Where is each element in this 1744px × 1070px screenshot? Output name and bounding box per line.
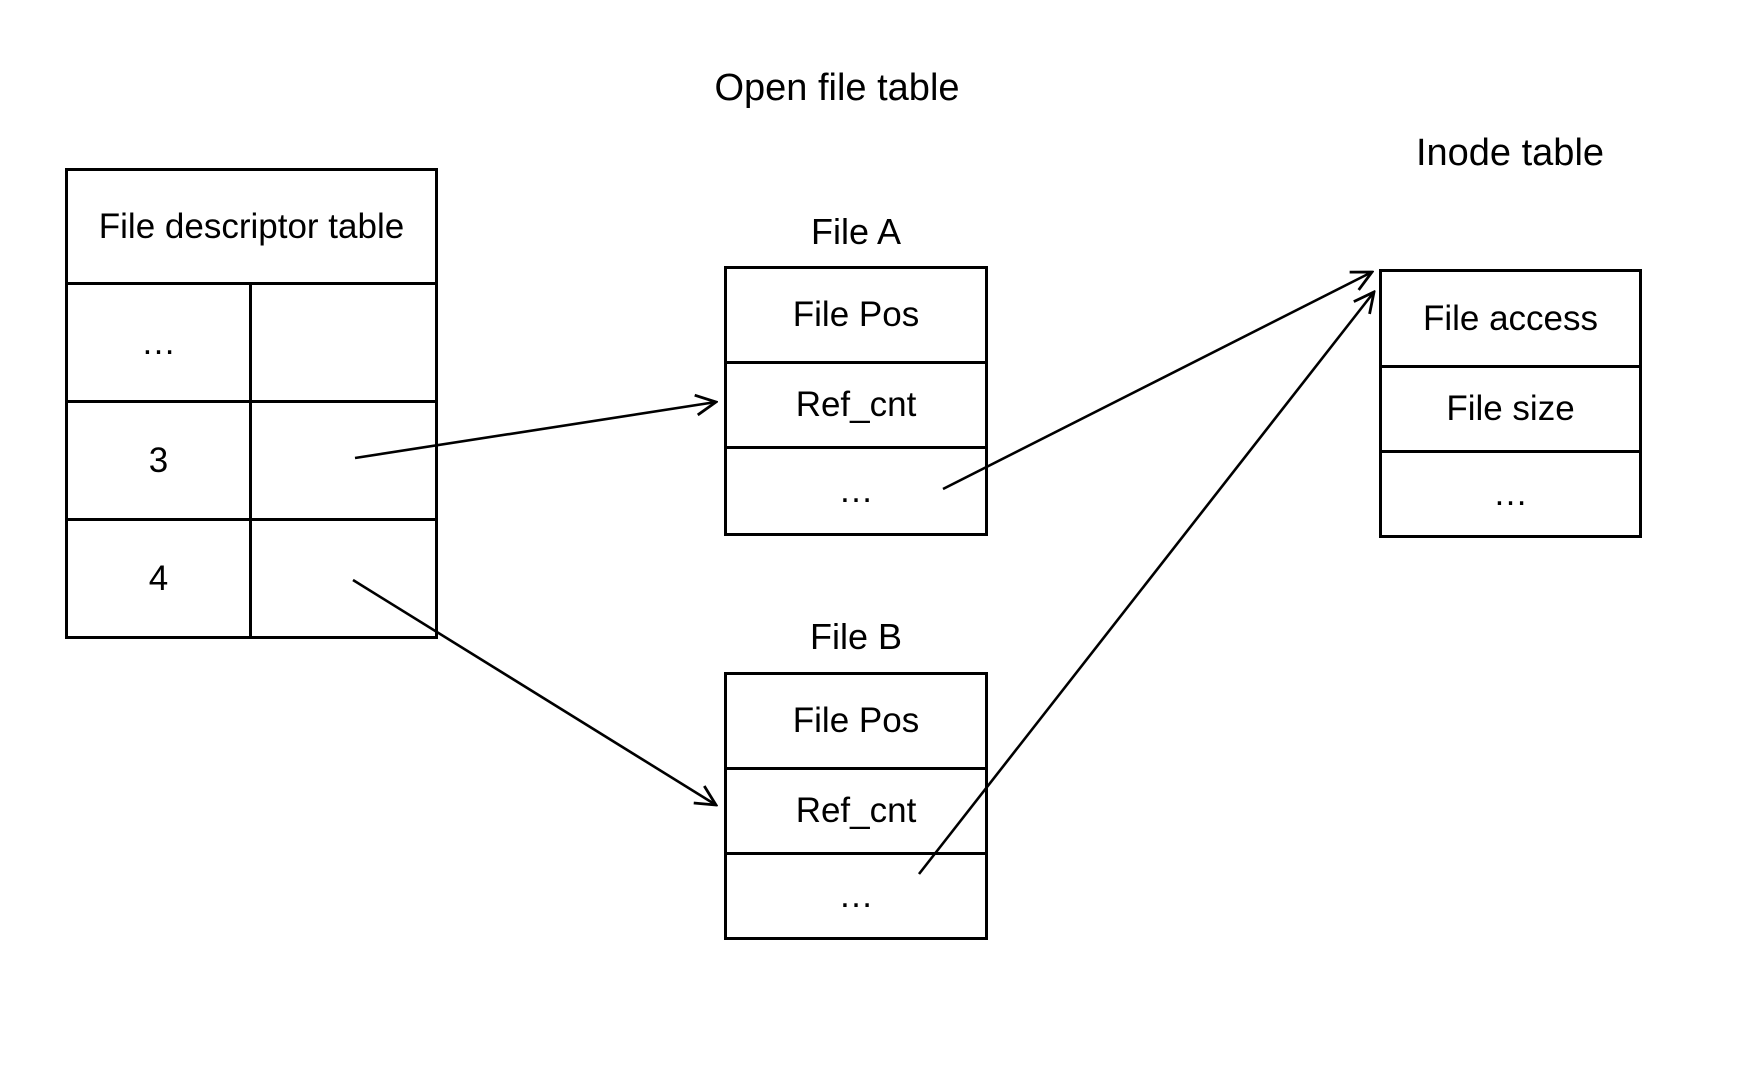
fd-number-cell-4: 4: [68, 521, 252, 636]
file-a-row-file-pos: File Pos: [727, 269, 985, 364]
file-a-label: File A: [810, 211, 902, 252]
file-descriptor-table-header: File descriptor table: [68, 171, 435, 285]
file-b-label: File B: [809, 616, 903, 657]
file-a-row-ref-cnt: Ref_cnt: [727, 364, 985, 449]
inode-row-file-access: File access: [1382, 272, 1639, 368]
file-a-table: File Pos Ref_cnt …: [724, 266, 988, 536]
file-b-row-ref-cnt: Ref_cnt: [727, 770, 985, 855]
inode-table: File access File size …: [1379, 269, 1642, 538]
file-b-table: File Pos Ref_cnt …: [724, 672, 988, 940]
fd-pointer-cell-4: [252, 521, 435, 636]
fd-pointer-cell-3: [252, 403, 435, 521]
inode-table-title: Inode table: [1415, 132, 1605, 174]
file-descriptor-table: File descriptor table … 3 4: [65, 168, 438, 639]
inode-row-file-size: File size: [1382, 368, 1639, 453]
inode-row-ellipsis: …: [1493, 474, 1528, 513]
file-b-row-ellipsis: …: [838, 876, 874, 915]
open-file-table-title: Open file table: [714, 67, 960, 109]
file-b-row-file-pos: File Pos: [727, 675, 985, 770]
fd-number-cell-3: 3: [68, 403, 252, 521]
file-a-row-ellipsis: …: [838, 471, 874, 510]
arrow-file-a-to-inode: [942, 272, 1372, 491]
fd-number-cell-ellipsis: …: [68, 285, 252, 403]
fd-pointer-cell-ellipsis: [252, 285, 435, 403]
